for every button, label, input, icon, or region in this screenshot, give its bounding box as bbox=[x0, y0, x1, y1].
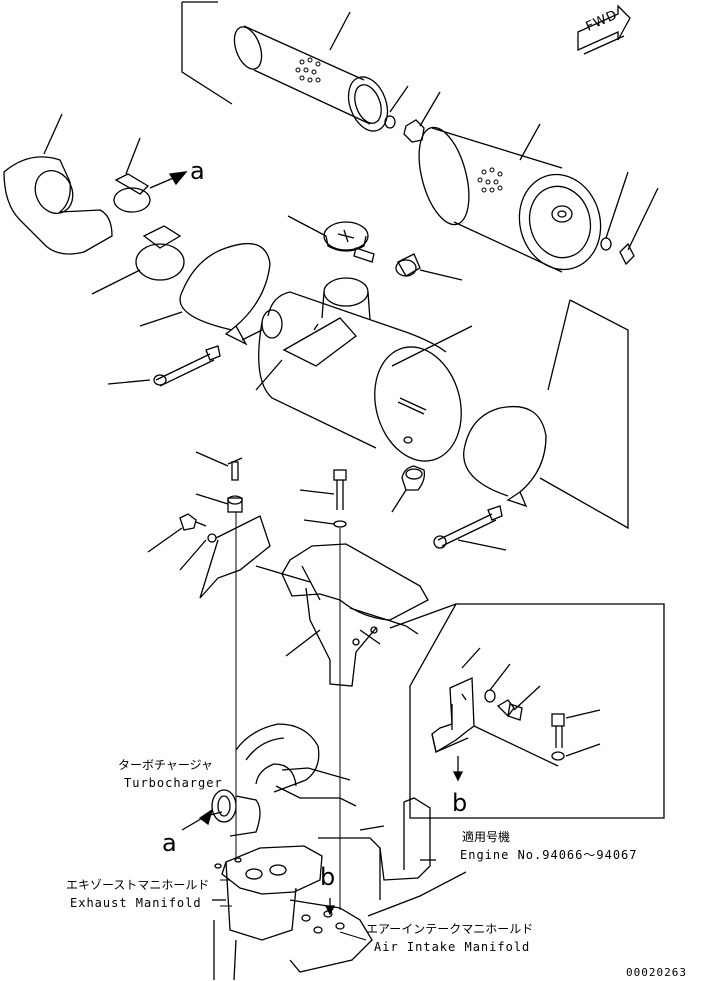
alignment-lines bbox=[235, 512, 341, 910]
turbocharger-label-jp: ターボチャージャ bbox=[118, 758, 214, 772]
turbocharger bbox=[181, 723, 357, 837]
ref-a-top: a bbox=[190, 157, 206, 185]
applicability-label-jp: 適用号機 bbox=[462, 830, 511, 844]
hose-clamp-lower bbox=[91, 225, 185, 295]
intake-manifold bbox=[289, 797, 467, 973]
washer-nut bbox=[384, 85, 441, 143]
applicability-label-en: Engine No.94066〜94067 bbox=[460, 848, 638, 862]
mounting-band-right bbox=[463, 299, 571, 508]
ref-a-bottom: a bbox=[162, 829, 178, 857]
long-bolt-center bbox=[299, 469, 347, 528]
bolt-right bbox=[433, 505, 507, 551]
mounting-band-left bbox=[139, 242, 271, 346]
exhaust-manifold-label-jp: エキゾーストマニホールド bbox=[66, 878, 210, 892]
fwd-arrow-icon bbox=[577, 4, 631, 55]
exhaust-manifold bbox=[212, 845, 323, 981]
intake-manifold-label-en: Air Intake Manifold bbox=[374, 940, 531, 954]
bolt-left bbox=[107, 345, 221, 387]
ref-b-inset: b bbox=[452, 789, 469, 817]
frame-lines bbox=[181, 1, 629, 530]
grommet bbox=[391, 465, 426, 513]
service-cap bbox=[287, 215, 375, 263]
ref-b-bottom: b bbox=[320, 863, 337, 891]
document-number: 00020263 bbox=[626, 966, 687, 979]
intake-manifold-label-jp: エアーインテークマニホールド bbox=[366, 922, 534, 936]
outer-filter-element bbox=[418, 123, 659, 273]
mounting-bracket bbox=[199, 515, 429, 687]
inner-filter-element bbox=[233, 11, 389, 132]
label-leaders bbox=[220, 879, 367, 941]
air-cleaner-body bbox=[255, 277, 473, 462]
turbocharger-label-en: Turbocharger bbox=[124, 776, 223, 790]
hose-connector bbox=[395, 253, 463, 281]
inset-frame bbox=[389, 603, 665, 819]
inset-bracket bbox=[431, 647, 601, 782]
intake-elbow-hose bbox=[3, 113, 113, 255]
hose-clamp-upper bbox=[113, 137, 188, 213]
exhaust-manifold-label-en: Exhaust Manifold bbox=[70, 896, 202, 910]
bolt-spacer-left bbox=[147, 451, 243, 571]
